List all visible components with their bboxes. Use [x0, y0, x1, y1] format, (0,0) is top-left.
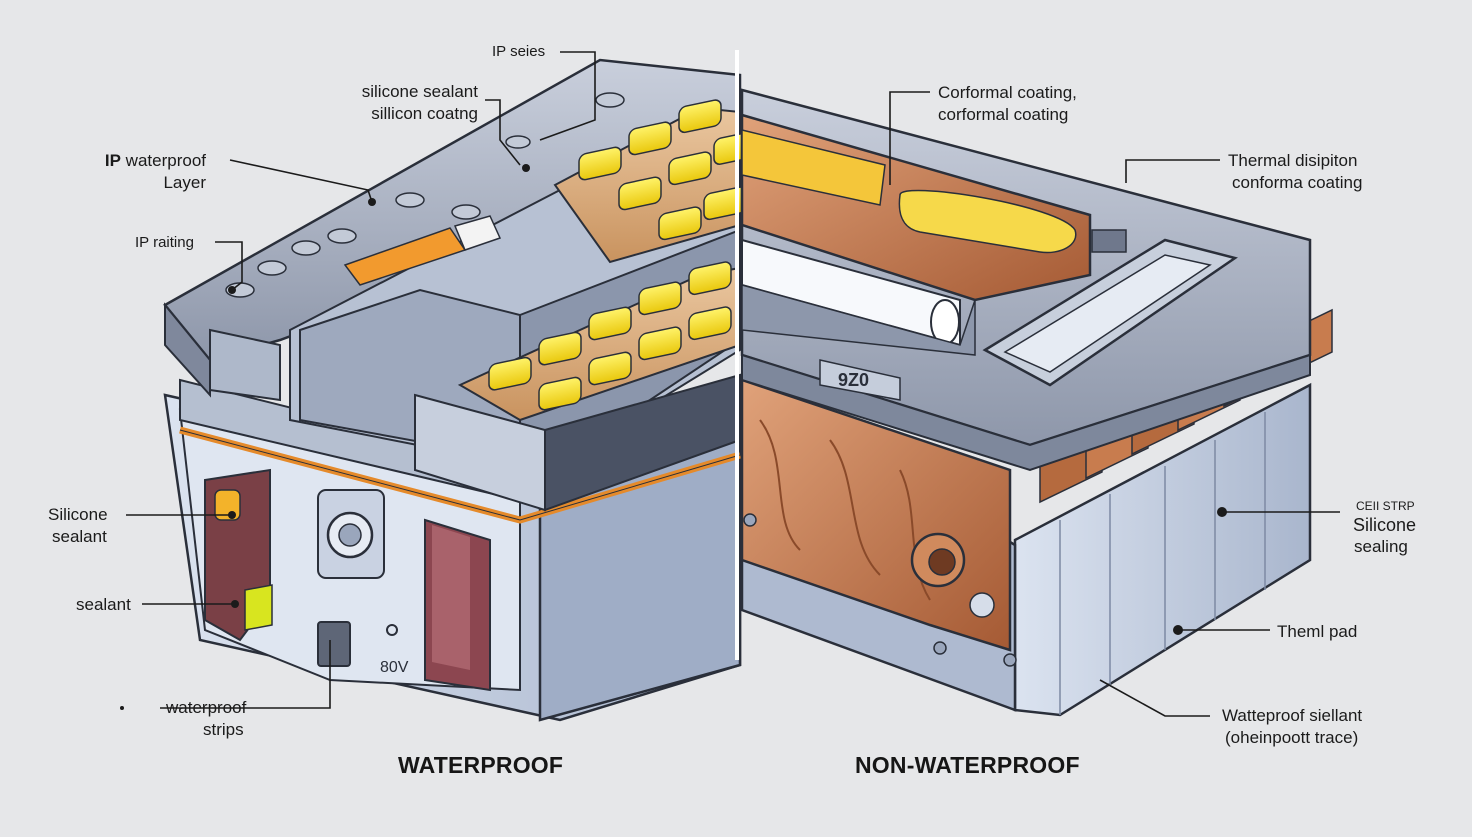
- coated-cell-a: [741, 129, 886, 206]
- code-plate: [819, 359, 901, 401]
- label-ip-rating: IP raiting: [135, 234, 194, 251]
- non-waterproof-pack: 9Z0: [740, 88, 1333, 717]
- label-silicon-coating: sillicon coatng: [371, 104, 478, 123]
- battery-cell-upper: [678, 99, 722, 134]
- label-sealing: sealing: [1354, 537, 1408, 556]
- battery-cell-lower: [588, 351, 632, 386]
- top-plate-edge: [741, 353, 1311, 472]
- leader-dots: [120, 164, 1227, 710]
- battery-cell-lower: [688, 306, 732, 341]
- battery-cell-lower: [488, 356, 532, 391]
- battery-cell-lower: [538, 331, 582, 366]
- battery-cell-lower: [538, 376, 582, 411]
- label-conformal-coating-2: corformal coating: [938, 105, 1069, 124]
- gasket-channel-highlight: [432, 525, 470, 670]
- label-silicone-sealant-2: sealant: [52, 527, 107, 546]
- voltage-marking: 80V: [380, 659, 409, 676]
- label-silicone: Silicone: [48, 505, 108, 524]
- label-thermal-pad: Theml pad: [1277, 622, 1358, 641]
- label-waterproof-strips: waterproof: [166, 698, 247, 717]
- battery-cell-upper: [658, 206, 702, 241]
- label-trace: (oheinpoott trace): [1225, 728, 1359, 747]
- battery-cell-lower: [638, 326, 682, 361]
- title-waterproof: WATERPROOF: [398, 752, 564, 778]
- module-block: [544, 373, 741, 512]
- battery-cell-upper: [668, 151, 712, 186]
- title-non-waterproof: NON-WATERPROOF: [855, 752, 1080, 778]
- label-thermal-dissipation: Thermal disipiton: [1228, 151, 1358, 170]
- label-ip-series: IP seies: [492, 43, 546, 60]
- cells-left: [488, 99, 757, 411]
- label-sealant: sealant: [76, 595, 131, 614]
- battery-cell-upper: [578, 146, 622, 181]
- label-cell-strip: CEII STRP: [1356, 499, 1415, 513]
- label-layer: Layer: [163, 173, 206, 192]
- label-ip-waterproof: IP waterproof: [104, 151, 206, 170]
- waterproof-pack: [163, 58, 742, 722]
- battery-cell-lower: [688, 261, 732, 296]
- label-silicone-sealant: silicone sealant: [361, 82, 478, 101]
- label-ip-waterproof-rest: waterproof: [120, 151, 206, 170]
- battery-cell-upper: [628, 121, 672, 156]
- battery-cell-lower: [638, 281, 682, 316]
- waterproof-strip-insert: [244, 584, 273, 631]
- lid-screws: [225, 92, 625, 298]
- label-strips: strips: [203, 720, 244, 739]
- coated-cell-b: [898, 189, 1077, 254]
- code-plate-text: 9Z0: [838, 370, 869, 390]
- leader-lines: [126, 51, 1340, 717]
- lid-lip: [164, 302, 211, 398]
- label-conformal-coating: Corformal coating,: [938, 83, 1077, 102]
- battery-cell-upper: [618, 176, 662, 211]
- label-silicone-sealing: Silicone: [1353, 515, 1417, 535]
- label-waterproof-sealant: Watteproof siellant: [1222, 706, 1363, 725]
- battery-cell-lower: [588, 306, 632, 341]
- label-conformal-coating-3: conforma coating: [1232, 173, 1363, 192]
- drain-connector: [317, 621, 351, 667]
- cell-dividers: [1059, 412, 1266, 715]
